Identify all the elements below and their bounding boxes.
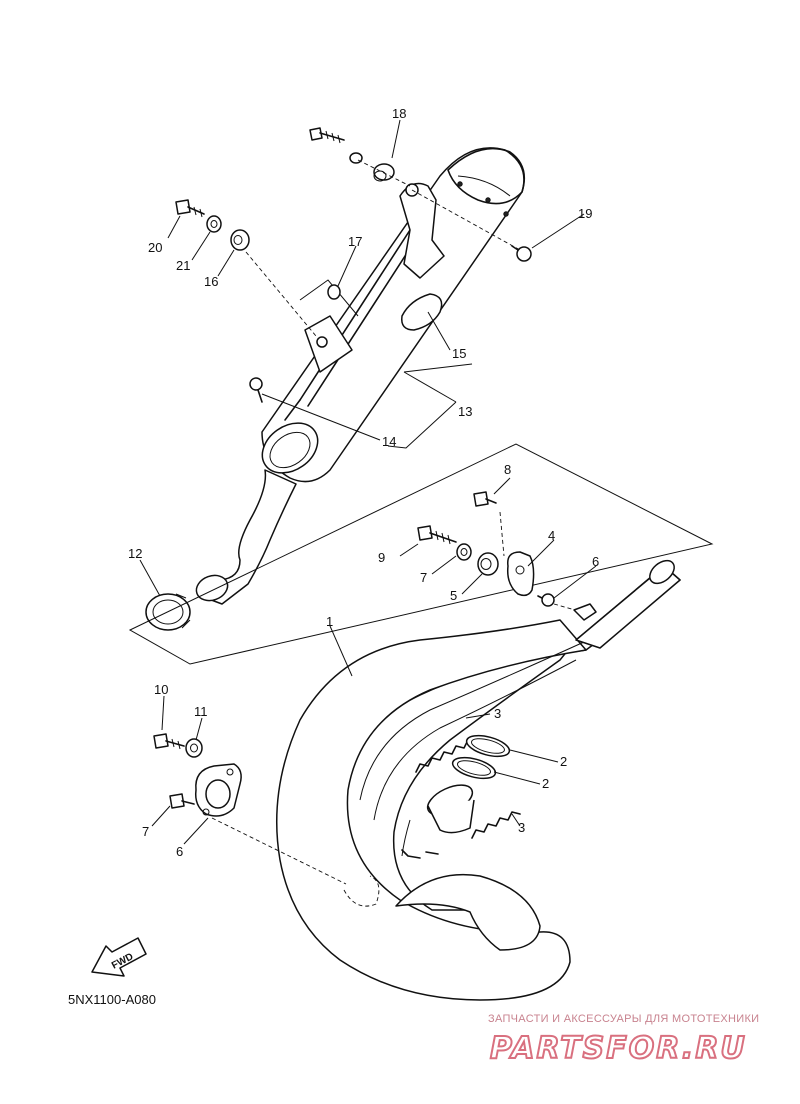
callout-19: 17: [348, 234, 362, 249]
callout-9: 7: [142, 824, 149, 839]
callout-leaders: [139, 119, 597, 845]
callout-18: 16: [204, 274, 218, 289]
callout-3-upper: 3: [494, 706, 501, 721]
callout-5: 5: [450, 588, 457, 603]
callout-23: 21: [176, 258, 190, 273]
fwd-arrow-icon: FWD: [91, 937, 147, 977]
callout-1: 1: [326, 614, 333, 629]
callout-6: 6: [592, 554, 599, 569]
callout-11: 9: [378, 550, 385, 565]
callout-7: 7: [420, 570, 427, 585]
diagram-code: 5NX1100-A080: [68, 992, 156, 1007]
callout-15: 13: [458, 404, 472, 419]
callout-10: 8: [504, 462, 511, 477]
callout-4: 4: [548, 528, 555, 543]
flange-hardware: [153, 733, 242, 817]
callout-22: 20: [148, 240, 162, 255]
subassembly-outline: [128, 443, 714, 665]
callout-2-upper: 2: [560, 754, 567, 769]
callout-17: 15: [452, 346, 466, 361]
callout-13: 11: [194, 704, 208, 719]
callout-numbers: 18 19 20 21 16 17 15 13 14 8 9 7 5 4 6 1…: [128, 106, 599, 859]
upper-fasteners: [175, 127, 532, 337]
exhaust-pipe: [211, 559, 681, 1001]
callout-14: 12: [128, 546, 142, 561]
mounting-hardware: [417, 491, 583, 613]
callout-20: 18: [392, 106, 406, 121]
callout-3-lower: 3: [518, 820, 525, 835]
callout-21: 19: [578, 206, 592, 221]
callout-2-lower: 2: [542, 776, 549, 791]
watermark-logo: PARTSFOR.RU: [490, 1031, 747, 1066]
watermark-tagline: ЗАПЧАСТИ И АКСЕССУАРЫ ДЛЯ МОТОТЕХНИКИ: [488, 1013, 759, 1025]
callout-12: 10: [154, 682, 168, 697]
callout-16: 14: [382, 434, 396, 449]
springs-and-rings: [415, 734, 521, 839]
watermark: ЗАПЧАСТИ И АКСЕССУАРЫ ДЛЯ МОТОТЕХНИКИ PA…: [488, 1013, 759, 1067]
muffler-assembly: [145, 147, 526, 631]
callout-8: 6: [176, 844, 183, 859]
